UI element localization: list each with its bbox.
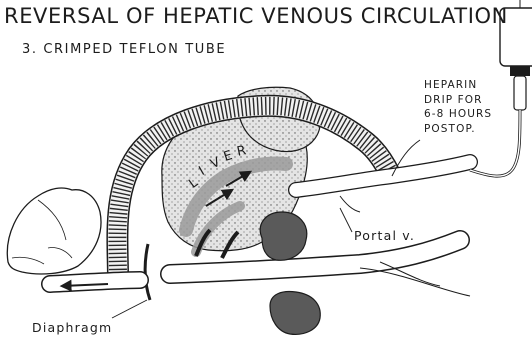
diagram-title: REVERSAL OF HEPATIC VENOUS CIRCULATION (4, 4, 508, 28)
kidney-upper (260, 212, 307, 260)
kidney-lower (270, 292, 320, 335)
heparin-label: HEPARIN DRIP FOR 6-8 HOURS POSTOP. (424, 78, 492, 136)
portal-vein-label: Portal v. (354, 228, 415, 243)
portal-leader (340, 208, 352, 232)
diagram-subtitle: 3. CRIMPED TEFLON TUBE (22, 42, 226, 57)
heart (7, 188, 101, 274)
diaphragm-label: Diaphragm (32, 320, 112, 335)
